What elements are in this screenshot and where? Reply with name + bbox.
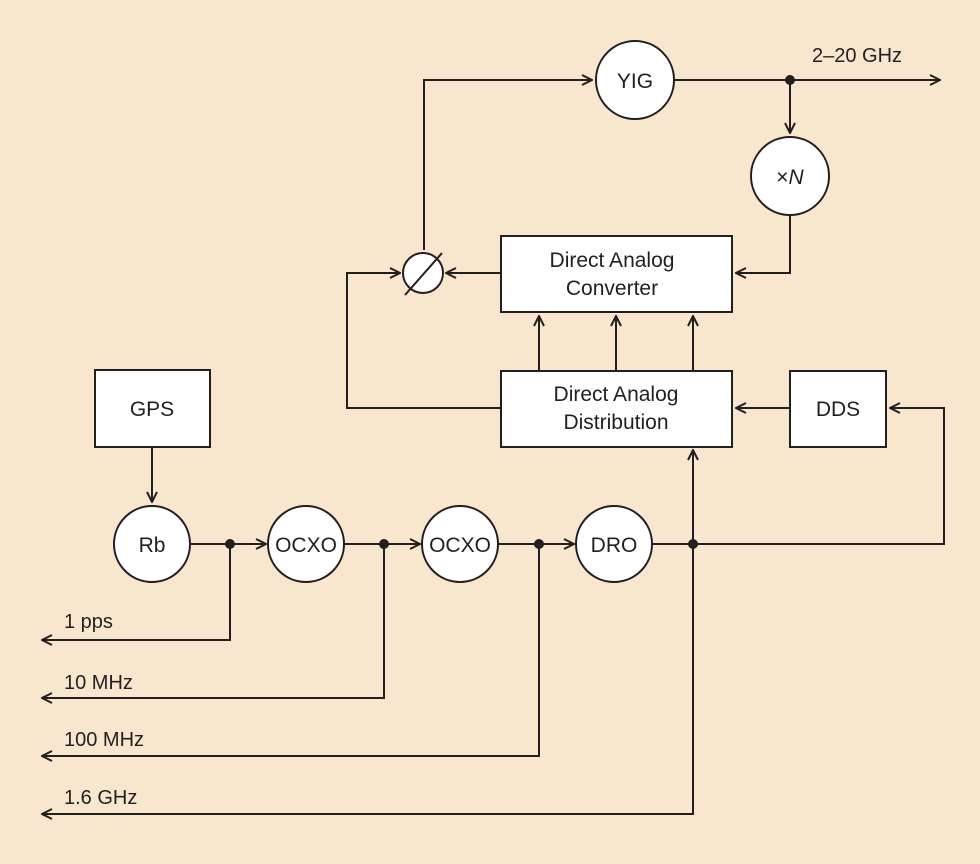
multiplier-prefix: ×	[776, 166, 788, 189]
gps-label: GPS	[130, 398, 174, 421]
rb-node: Rb	[113, 505, 191, 583]
junction-dot	[688, 539, 698, 549]
connector-1pps-output	[42, 544, 231, 640]
multiplier-node: ×N	[750, 136, 830, 216]
dds-label: DDS	[816, 398, 860, 421]
dds-block: DDS	[789, 370, 887, 448]
yig-label: YIG	[617, 70, 653, 93]
output-frequency-label: 2–20 GHz	[812, 45, 902, 67]
connector-100mhz-output	[42, 544, 540, 756]
dac-label-line2: Converter	[566, 277, 658, 300]
multiplier-var: N	[789, 166, 805, 189]
connector-phase-detector-to-yig	[423, 80, 592, 250]
connector-1-6ghz-output	[42, 544, 694, 814]
rb-label: Rb	[139, 534, 166, 557]
multiplier-label: ×N	[776, 166, 804, 189]
dac-label-line1: Direct Analog	[550, 249, 675, 272]
dac-block: Direct Analog Converter	[500, 235, 733, 313]
10mhz-label: 10 MHz	[64, 672, 133, 694]
dro-node: DRO	[575, 505, 653, 583]
connector-10mhz-output	[42, 544, 385, 698]
connector-multiplier-to-dac	[736, 215, 791, 273]
dad-label-line1: Direct Analog	[554, 383, 679, 406]
gps-block: GPS	[94, 369, 211, 448]
dad-block: Direct Analog Distribution	[500, 370, 733, 448]
phase-detector-slash-icon	[404, 252, 443, 296]
connector-dad-to-phase-detector	[346, 273, 500, 409]
1-6ghz-label: 1.6 GHz	[64, 787, 137, 809]
junction-dot	[379, 539, 389, 549]
dad-label-line2: Distribution	[563, 411, 668, 434]
junction-dot	[785, 75, 795, 85]
dro-label: DRO	[591, 534, 638, 557]
ocxo1-node: OCXO	[267, 505, 345, 583]
100mhz-label: 100 MHz	[64, 729, 144, 751]
junction-dot	[534, 539, 544, 549]
junction-dot	[225, 539, 235, 549]
phase-detector-node	[402, 252, 444, 296]
1pps-label: 1 pps	[64, 611, 113, 633]
connector-dro-to-dds	[693, 408, 945, 545]
yig-node: YIG	[595, 40, 675, 120]
ocxo2-label: OCXO	[429, 534, 491, 557]
ocxo1-label: OCXO	[275, 534, 337, 557]
ocxo2-node: OCXO	[421, 505, 499, 583]
